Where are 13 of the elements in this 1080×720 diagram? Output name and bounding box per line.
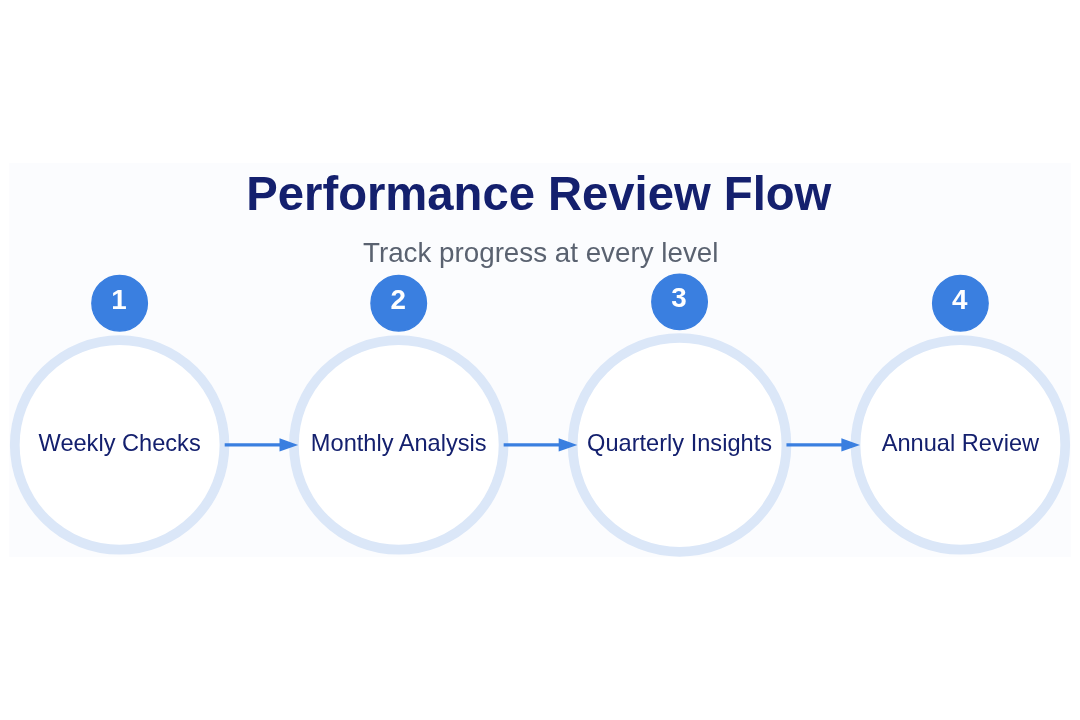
caption: Track progress at every level: [362, 236, 719, 268]
node-circle: Monthly Analysis: [289, 335, 509, 555]
diagram-title: Performance Review Flow: [246, 167, 832, 221]
node-circle: 1: [91, 274, 149, 332]
node-circle: 4: [931, 274, 989, 332]
arrow: [224, 438, 299, 452]
node-circle: Quarterly Insights: [567, 333, 792, 557]
node-circle: 3: [651, 273, 709, 331]
arrow: [786, 438, 860, 452]
node-circle: 2: [370, 274, 428, 332]
arrow: [503, 438, 578, 452]
node-circle: Annual Review: [850, 335, 1071, 555]
node-circle: Weekly Checks: [9, 335, 230, 555]
